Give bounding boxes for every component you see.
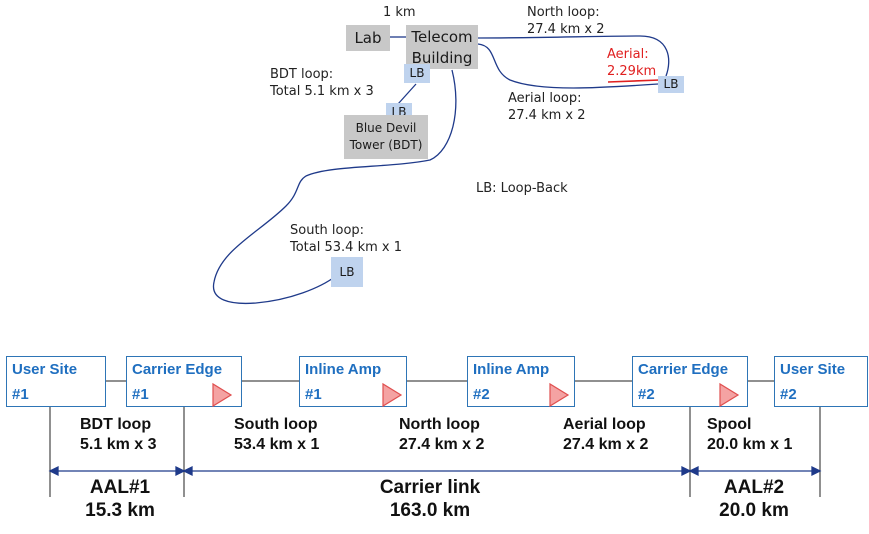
segment-line1: North loop (399, 416, 480, 433)
span-line2: 15.3 km (85, 500, 155, 521)
span-line1: AAL#2 (723, 477, 785, 498)
node-label-line1: Carrier Edge (638, 361, 729, 378)
node-inline-amp-2: Inline Amp #2 (467, 356, 575, 407)
segment-aerial-loop: Aerial loop 27.4 km x 2 (563, 415, 648, 455)
bdt-tower-box: Blue Devil Tower (BDT) (344, 115, 428, 159)
aerial-segment (607, 79, 661, 83)
segment-line2: 20.0 km x 1 (707, 436, 793, 453)
segment-spool: Spool 20.0 km x 1 (707, 415, 792, 455)
node-label-line2: #1 (132, 386, 149, 403)
segment-line2: 5.1 km x 3 (80, 436, 157, 453)
node-label-line2: #2 (638, 386, 655, 403)
aerial-loop-fiber (477, 43, 659, 89)
legend-loopback: LB: Loop-Back (476, 181, 568, 196)
telecom-label-line2: Building (411, 49, 473, 67)
span-line1: Carrier link (379, 477, 481, 498)
node-inline-amp-1: Inline Amp #1 (299, 356, 407, 407)
segment-line1: South loop (234, 416, 318, 433)
lb-box-south: LB (331, 257, 363, 287)
span-line2: 163.0 km (389, 500, 471, 521)
telecom-label-line1: Telecom (411, 28, 473, 46)
node-label-line2: #1 (305, 386, 322, 403)
bdt-tower-line1: Blue Devil (355, 121, 417, 135)
segment-line2: 53.4 km x 1 (234, 436, 320, 453)
lab-label: Lab (354, 29, 382, 47)
lb-box-aerial: LB (658, 76, 684, 93)
south-loop-label-line1: South loop: (290, 223, 365, 238)
node-user-site-2: User Site #2 (774, 356, 868, 407)
aerial-loop-label-line2: 27.4 km x 2 (508, 108, 586, 123)
lab-box: Lab (346, 25, 390, 51)
lb-box-telecom: LB (404, 64, 430, 83)
node-label-line1: Carrier Edge (132, 361, 223, 378)
node-carrier-edge-2: Carrier Edge #2 (632, 356, 748, 407)
bdt-loop-label-line2: Total 5.1 km x 3 (270, 84, 374, 99)
bdt-loop-label-line1: BDT loop: (270, 67, 334, 82)
node-label-line2: #1 (12, 386, 29, 403)
distance-1km-label: 1 km (383, 5, 416, 20)
node-label-line1: Inline Amp (305, 361, 382, 378)
node-user-site-1: User Site #1 (6, 356, 106, 407)
north-loop-fiber (477, 35, 670, 77)
segment-line2: 27.4 km x 2 (563, 436, 649, 453)
south-loop-label-line2: Total 53.4 km x 1 (290, 240, 402, 255)
span-aal2: AAL#2 20.0 km (704, 476, 804, 522)
bdt-loop-fiber (397, 83, 417, 105)
span-line1: AAL#1 (89, 477, 151, 498)
south-loop-fiber (212, 69, 457, 305)
aerial-label-line1: Aerial: (607, 47, 649, 62)
node-label-line1: User Site (12, 361, 78, 378)
span-line2: 20.0 km (719, 500, 789, 521)
node-label-line1: User Site (780, 361, 846, 378)
aerial-loop-label-line1: Aerial loop: (508, 91, 582, 106)
telecom-building-box: Telecom Building (406, 25, 478, 69)
segment-bdt-loop: BDT loop 5.1 km x 3 (80, 415, 157, 455)
node-label-line1: Inline Amp (473, 361, 550, 378)
span-aal1: AAL#1 15.3 km (70, 476, 170, 522)
node-label-line2: #2 (473, 386, 490, 403)
segment-line1: Aerial loop (563, 416, 646, 433)
aerial-label-line2: 2.29km (607, 64, 657, 79)
node-carrier-edge-1: Carrier Edge #1 (126, 356, 242, 407)
segment-south-loop: South loop 53.4 km x 1 (234, 415, 319, 455)
segment-north-loop: North loop 27.4 km x 2 (399, 415, 484, 455)
node-label-line2: #2 (780, 386, 797, 403)
north-loop-label-line2: 27.4 km x 2 (527, 22, 605, 37)
bdt-tower-line2: Tower (BDT) (349, 138, 423, 152)
span-carrier-link: Carrier link 163.0 km (360, 476, 500, 522)
segment-line1: Spool (707, 416, 752, 433)
north-loop-label-line1: North loop: (527, 5, 600, 20)
segment-line1: BDT loop (80, 416, 152, 433)
segment-line2: 27.4 km x 2 (399, 436, 485, 453)
